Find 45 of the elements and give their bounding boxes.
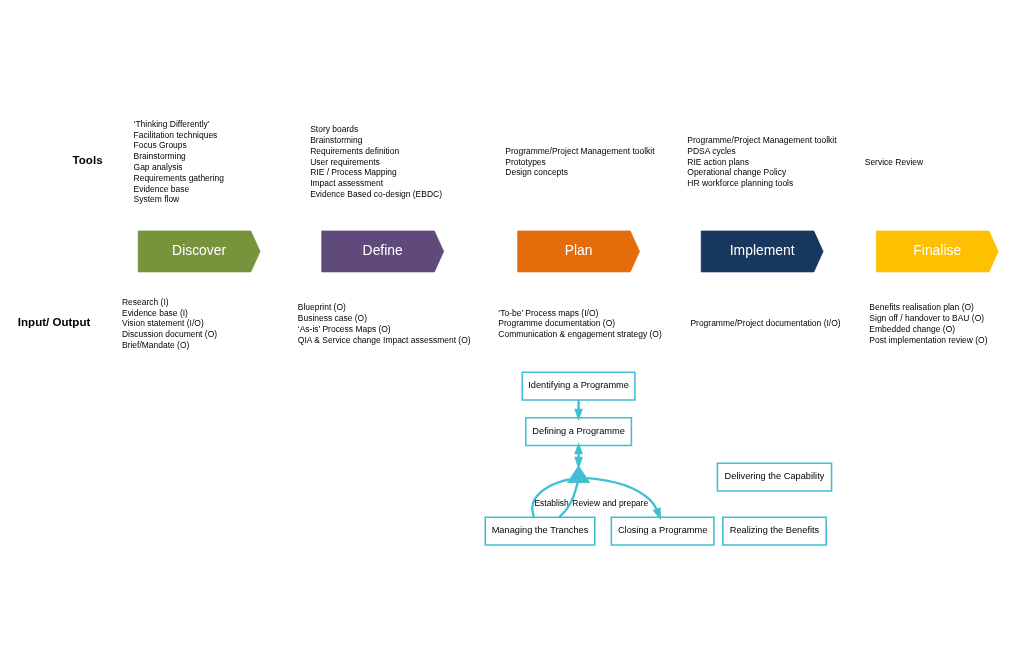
label: Operational change Policy [687,166,787,177]
label: Vision statement (I/O) [121,317,204,328]
label: RIE action plans [687,156,750,167]
label: ‘To-be’ Process maps (I/O) [498,307,599,318]
label: Facilitation techniques [133,129,218,140]
label: Service Review [864,156,924,167]
label: Benefits realisation plan (O) [869,301,974,312]
label: Brainstorming [310,134,363,145]
label: Discussion document (O) [121,328,218,339]
label: Programme/Project Management toolkit [687,134,837,145]
label: RIE / Process Mapping [310,166,397,177]
label: Programme/Project documentation (I/O) [690,317,841,328]
label: ‘Thinking Differently’ [133,118,210,129]
label: Focus Groups [133,139,187,150]
label: Input/ Output [17,315,91,328]
label: Design concepts [505,166,568,177]
label: HR workforce planning tools [687,177,794,188]
label: Communication & engagement strategy (O) [498,328,662,339]
label: Tools [72,153,103,166]
label: Gap analysis [133,161,183,172]
edge-label: Review and prepare [572,497,649,508]
label: Evidence Based co-design (EBDC) [310,188,442,199]
label: System flow [133,193,180,204]
label: ‘As-is’ Process Maps (O) [297,323,391,334]
label: Prototypes [505,156,546,167]
label: Brief/Mandate (O) [121,339,190,350]
label: Story boards [310,123,359,134]
label: Requirements gathering [133,172,224,183]
label: Brainstorming [133,150,186,161]
label: Impact assessment [310,177,384,188]
label: Business case (O) [297,312,368,323]
edge-label: Establish [534,497,569,508]
label: PDSA cycles [687,145,736,156]
label: Programme documentation (O) [498,317,616,328]
label: Post implementation review (O) [869,334,988,345]
label: Sign off / handover to BAU (O) [869,312,985,323]
label: QIA & Service change Impact assessment (O) [297,334,471,345]
label: Research (I) [121,296,169,307]
label: Requirements definition [310,145,400,156]
label: Programme/Project Management toolkit [505,145,655,156]
label: User requirements [310,156,380,167]
label: Evidence base (I) [121,307,188,318]
label: Embedded change (O) [869,323,956,334]
label: Blueprint (O) [297,301,346,312]
label: Evidence base [133,183,190,194]
